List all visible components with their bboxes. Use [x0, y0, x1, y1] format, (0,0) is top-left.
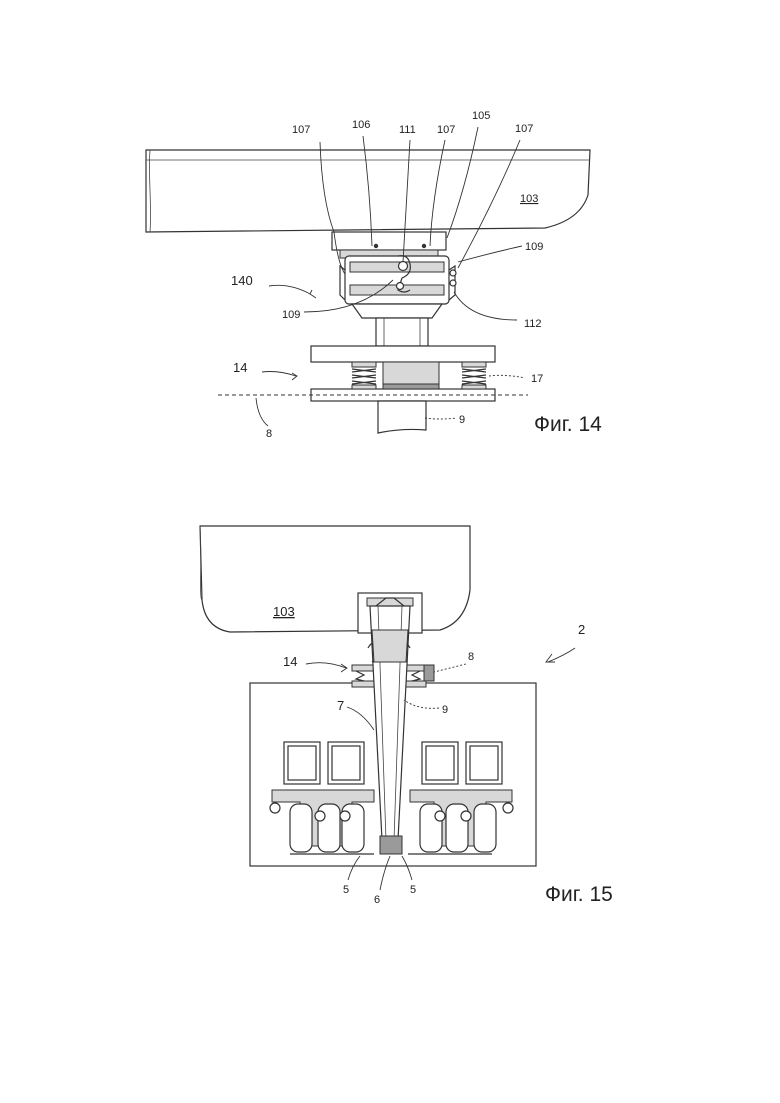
vehicle-body	[146, 150, 590, 232]
label-5a: 5	[343, 884, 349, 896]
label-103-15: 103	[273, 604, 295, 619]
figure-14-caption: Фиг. 14	[534, 413, 602, 436]
damper-14	[311, 346, 495, 401]
spring-left	[352, 362, 376, 389]
label-111: 111	[399, 124, 416, 136]
lower-shaft	[378, 401, 426, 433]
figure-15: 103 2 14 8 7 9 5 6 5 Фиг. 15	[200, 526, 613, 906]
label-9-15: 9	[442, 704, 448, 716]
label-103: 103	[520, 193, 538, 205]
label-6: 6	[374, 894, 380, 906]
coupling-140	[340, 256, 456, 304]
label-107c: 107	[515, 123, 533, 135]
label-107b: 107	[437, 124, 455, 136]
label-112: 112	[524, 318, 542, 330]
label-107a: 107	[292, 124, 310, 136]
label-105: 105	[472, 110, 490, 122]
label-2: 2	[578, 622, 585, 637]
figure-14: 107 106 111 107 105 107 103 109 140 109 …	[146, 110, 602, 440]
figure-15-caption: Фиг. 15	[545, 883, 613, 906]
label-14: 14	[233, 360, 247, 375]
mounting-plate	[332, 232, 446, 250]
label-140: 140	[231, 273, 253, 288]
label-8-15: 8	[468, 651, 474, 663]
label-14-15: 14	[283, 654, 297, 669]
label-9: 9	[459, 414, 465, 426]
label-109a: 109	[525, 241, 543, 253]
label-106: 106	[352, 119, 370, 131]
label-7: 7	[337, 698, 344, 713]
spring-right	[462, 362, 486, 389]
label-17: 17	[531, 373, 543, 385]
label-109b: 109	[282, 309, 300, 321]
vehicle-body-15	[200, 526, 470, 632]
label-8: 8	[266, 428, 272, 440]
label-5b: 5	[410, 884, 416, 896]
